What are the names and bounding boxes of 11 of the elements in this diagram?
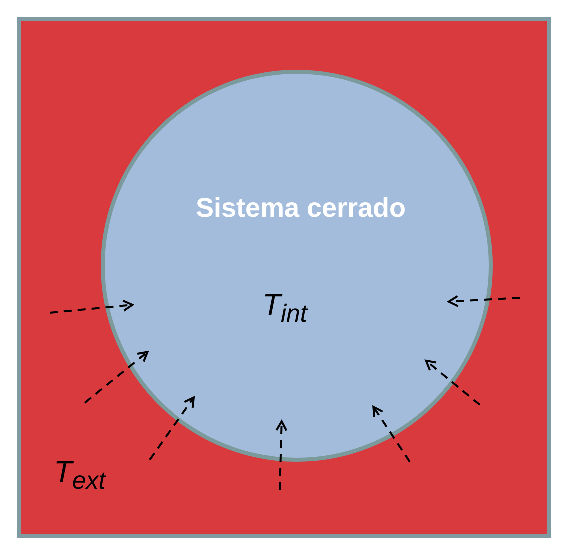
system-title: Sistema cerrado [196, 193, 406, 224]
temperature-label: T$_{int}$ [262, 289, 308, 329]
dashed-arrow [425, 360, 481, 406]
dashed-arrow [372, 406, 411, 463]
dashed-arrow [149, 396, 195, 461]
temperature-label: T$_{ext}$ [54, 456, 106, 496]
dashed-arrow [84, 351, 149, 404]
dashed-arrow [448, 295, 520, 308]
dashed-arrow [50, 300, 134, 314]
surroundings-box [17, 17, 551, 538]
dashed-arrow [276, 420, 288, 490]
